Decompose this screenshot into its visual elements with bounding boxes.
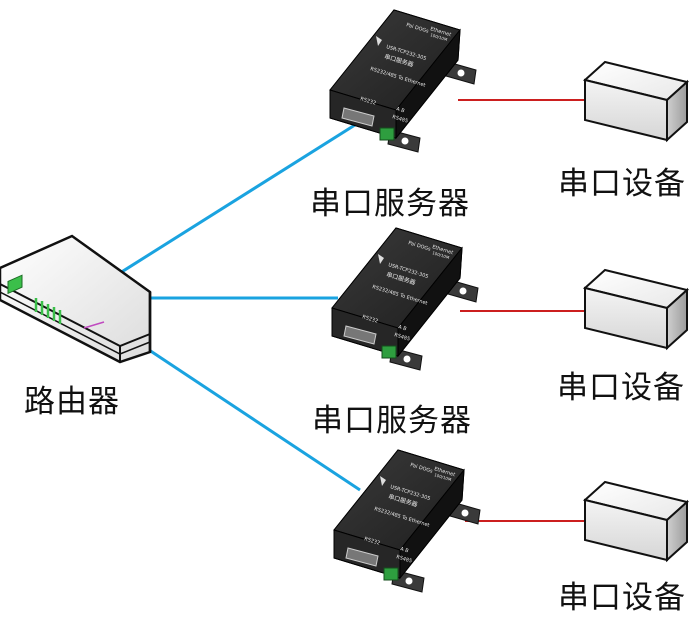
serial-device-box-3 [582, 480, 690, 563]
mount-hole-icon [461, 509, 469, 517]
serial-device-box-2 [582, 268, 690, 351]
server-port-label: RS232 [363, 536, 380, 546]
rs485-terminal-icon [381, 345, 397, 359]
mount-hole-icon [403, 355, 411, 363]
mount-hole-icon [457, 69, 465, 77]
server-terminal-pins: A B [395, 106, 405, 114]
server-side-face [397, 246, 463, 358]
brand-logo-icon [378, 254, 384, 264]
router-label: 路由器 [24, 384, 120, 420]
db9-port-icon [345, 547, 379, 567]
serial-server-label-1: 串口服务器 [310, 186, 470, 222]
server-terminal-label: RS485 [393, 332, 410, 342]
db9-port-icon [343, 325, 377, 345]
serial-device-label-2: 串口设备 [557, 370, 685, 406]
serial-server-label-2: 串口服务器 [312, 403, 472, 439]
brand-logo-icon [376, 36, 382, 46]
server-side-face [395, 28, 461, 140]
server-badge-sub2-text: 100/10M [432, 250, 451, 260]
rs485-terminal-icon [379, 127, 395, 141]
server-terminal-label: RS485 [391, 114, 408, 124]
server-side-face [399, 468, 465, 580]
server-terminal-pins: A B [397, 324, 407, 332]
server-port-label: RS232 [361, 314, 378, 324]
server-badge-sub2-text: 100/10M [434, 472, 453, 482]
mount-hole-icon [405, 577, 413, 585]
mount-hole-icon [401, 137, 409, 145]
server-badge-sub2-text: 100/10M [430, 32, 449, 42]
server-port-label: RS232 [359, 96, 376, 106]
ethernet-link-1 [111, 116, 367, 280]
ethernet-link-3 [133, 338, 361, 492]
serial-device-box-1 [582, 60, 690, 143]
router-icon [0, 234, 152, 364]
server-terminal-pins: A B [399, 546, 409, 554]
serial-device-label-3: 串口设备 [558, 580, 686, 616]
brand-logo-icon [380, 476, 386, 486]
serial-device-label-1: 串口设备 [558, 166, 686, 202]
server-terminal-label: RS485 [395, 554, 412, 564]
mount-hole-icon [459, 287, 467, 295]
rs485-terminal-icon [383, 567, 399, 581]
db9-port-icon [341, 107, 375, 127]
